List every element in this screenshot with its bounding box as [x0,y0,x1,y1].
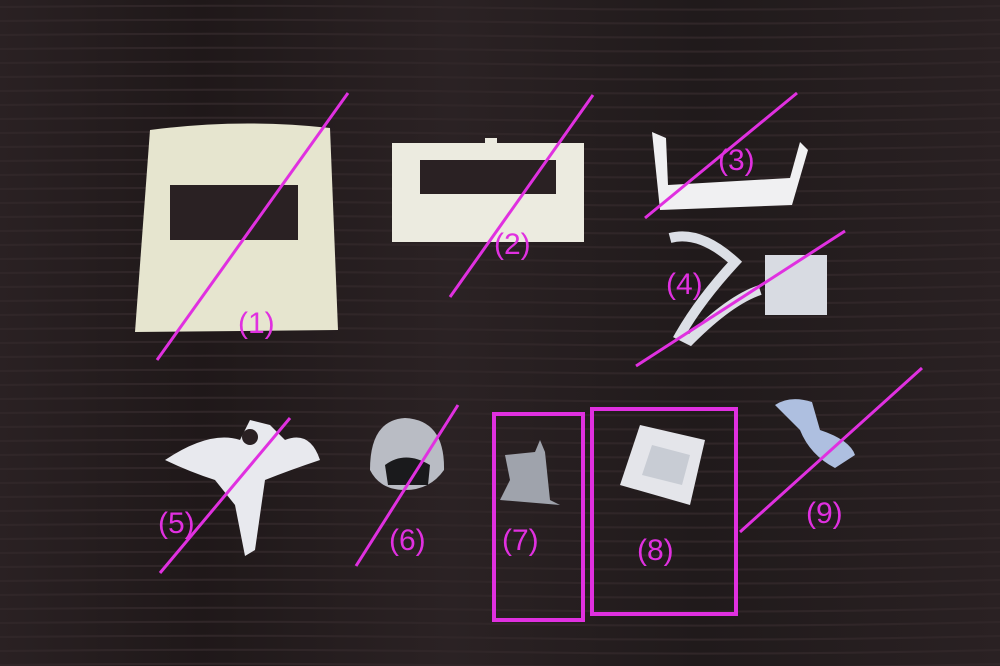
piece-1-large-frame [135,123,338,332]
piece-4-ornament [668,231,827,347]
piece-7-grey-part [500,440,560,505]
piece-3-bracket [652,132,808,210]
strike-line-4 [635,229,846,368]
strike-line-1 [155,92,350,361]
label-7: (7) [502,524,539,557]
piece-5-wings [165,420,320,556]
label-2: (2) [494,228,531,261]
label-9: (9) [806,497,843,530]
label-6: (6) [389,524,426,557]
piece-9-blue-part [775,399,855,468]
label-5: (5) [158,507,195,540]
label-8: (8) [637,534,674,567]
strike-line-9 [738,366,924,534]
strike-line-3 [644,91,798,220]
label-1: (1) [238,307,275,340]
strike-line-5 [158,417,292,574]
strike-line-2 [448,94,595,298]
strike-line-6 [354,404,460,567]
highlight-box-8 [590,407,738,616]
label-3: (3) [718,144,755,177]
label-4: (4) [666,268,703,301]
highlight-box-7 [492,412,585,622]
annotations [155,91,924,622]
piece-8-tile [620,425,705,505]
piece-2-small-frame [392,138,584,242]
